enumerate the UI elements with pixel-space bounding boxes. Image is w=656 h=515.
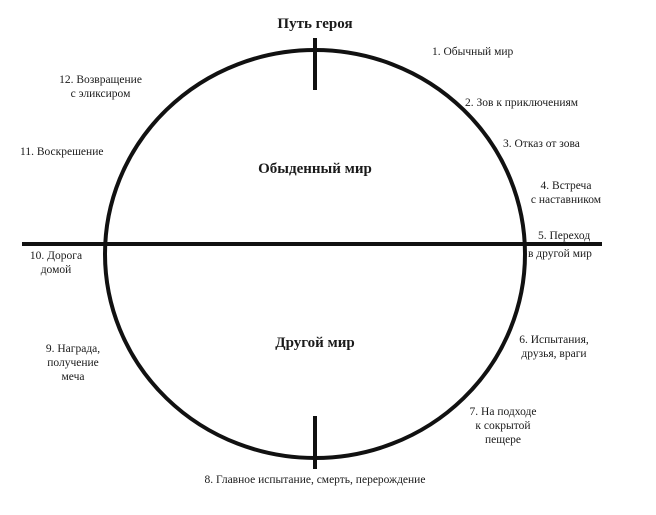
- stage-4: 4. Встреча с наставником: [518, 179, 614, 207]
- stage-7-line-2: к сокрытой: [475, 420, 531, 432]
- stage-12-line-1: 12. Возвращение: [59, 74, 142, 86]
- stage-10-line-1: 10. Дорога: [29, 250, 83, 262]
- stage-4-line-2: с наставником: [530, 194, 602, 206]
- stage-7-line-3: пещере: [484, 434, 522, 446]
- stage-9-line-2: получение: [47, 357, 99, 369]
- stage-4-line-1: 4. Встреча: [540, 180, 592, 192]
- diagram-title: Путь героя: [277, 16, 353, 32]
- journey-circle: [103, 48, 527, 460]
- stage-5-line-2: в другой мир: [528, 248, 592, 260]
- stage-8: 8. Главное испытание, смерть, перерожден…: [204, 474, 426, 486]
- stage-2: 2. Зов к приключениям: [465, 97, 579, 109]
- stage-5: 5. Переход в другой мир: [528, 229, 592, 261]
- stage-1: 1. Обычный мир: [432, 46, 514, 58]
- stage-12-line-2: с эликсиром: [70, 88, 131, 100]
- stage-6: 6. Испытания, друзья, враги: [508, 333, 600, 361]
- stage-9: 9. Награда, получение меча: [28, 342, 118, 384]
- stage-7: 7. На подходе к сокрытой пещере: [455, 405, 551, 447]
- stage-11: 11. Воскрешение: [20, 146, 104, 158]
- region-other-world: Другой мир: [275, 335, 355, 351]
- stage-3: 3. Отказ от зова: [503, 138, 580, 150]
- stage-10-line-2: домой: [40, 264, 72, 276]
- stage-10: 10. Дорога домой: [20, 249, 92, 277]
- stage-9-line-1: 9. Награда,: [45, 343, 101, 355]
- stage-12: 12. Возвращение с эликсиром: [38, 73, 163, 101]
- stage-6-line-2: друзья, враги: [521, 348, 587, 360]
- stage-5-line-1: 5. Переход: [538, 230, 591, 242]
- stage-6-line-1: 6. Испытания,: [519, 334, 589, 346]
- stage-7-line-1: 7. На подходе: [469, 406, 537, 418]
- region-ordinary-world: Обыденный мир: [258, 161, 372, 177]
- stage-9-line-3: меча: [61, 371, 85, 383]
